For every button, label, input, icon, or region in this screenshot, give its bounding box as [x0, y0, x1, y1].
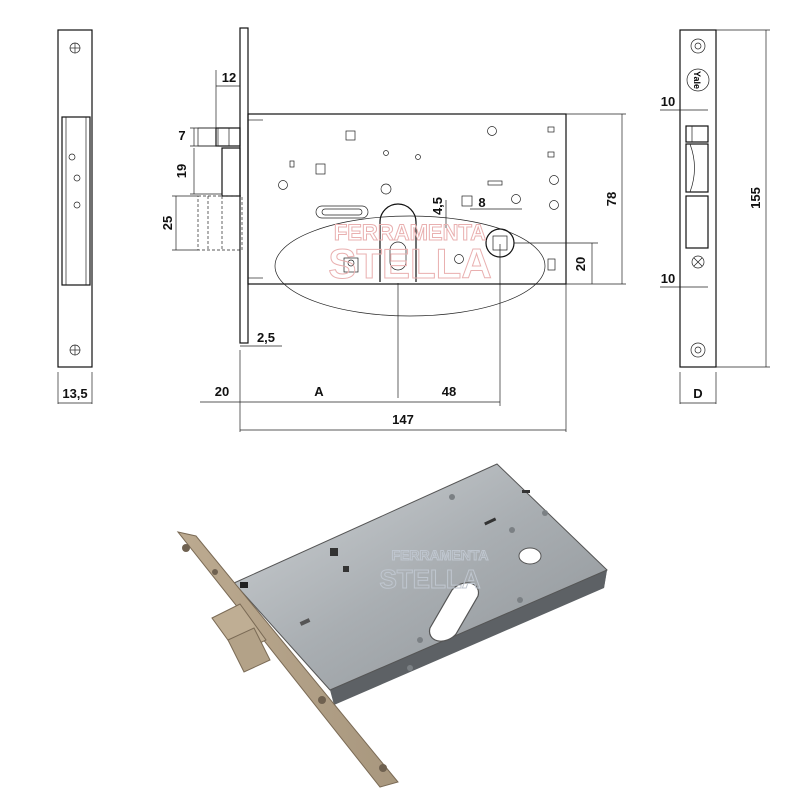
dim-78: 78	[604, 192, 619, 206]
dim-155: 155	[748, 187, 763, 209]
dim-D: D	[693, 386, 702, 401]
dim-8: 8	[478, 195, 485, 210]
lock-product-illustration: FERRAMENTA STELLA	[176, 463, 608, 788]
yale-brand-label: Yale	[692, 71, 702, 89]
dim-147: 147	[392, 412, 414, 427]
watermark-line2: STELLA	[328, 240, 491, 287]
side-view-left: 13,5	[57, 29, 93, 404]
dim-20-right: 20	[573, 257, 588, 271]
dim-20-left: 20	[215, 384, 229, 399]
dim-10-bottom: 10	[661, 271, 675, 286]
dim-4-5: 4,5	[430, 197, 445, 215]
front-view: 12 7 19 25 2,5 20 A 48 147 4,5 8	[160, 27, 626, 432]
dim-A: A	[314, 384, 324, 399]
dim-48: 48	[442, 384, 456, 399]
dim-7: 7	[178, 128, 185, 143]
dim-12: 12	[222, 70, 236, 85]
faceplate-view-right: Yale 10 10 155 D	[660, 29, 770, 404]
photo-watermark-line1: FERRAMENTA	[392, 547, 489, 563]
dim-25: 25	[160, 216, 175, 230]
dim-13-5: 13,5	[62, 386, 87, 401]
watermark-line1: FERRAMENTA	[334, 220, 486, 245]
dim-2-5: 2,5	[257, 330, 275, 345]
dim-19: 19	[174, 164, 189, 178]
photo-watermark-line2: STELLA	[379, 564, 480, 594]
dim-10-top: 10	[661, 94, 675, 109]
